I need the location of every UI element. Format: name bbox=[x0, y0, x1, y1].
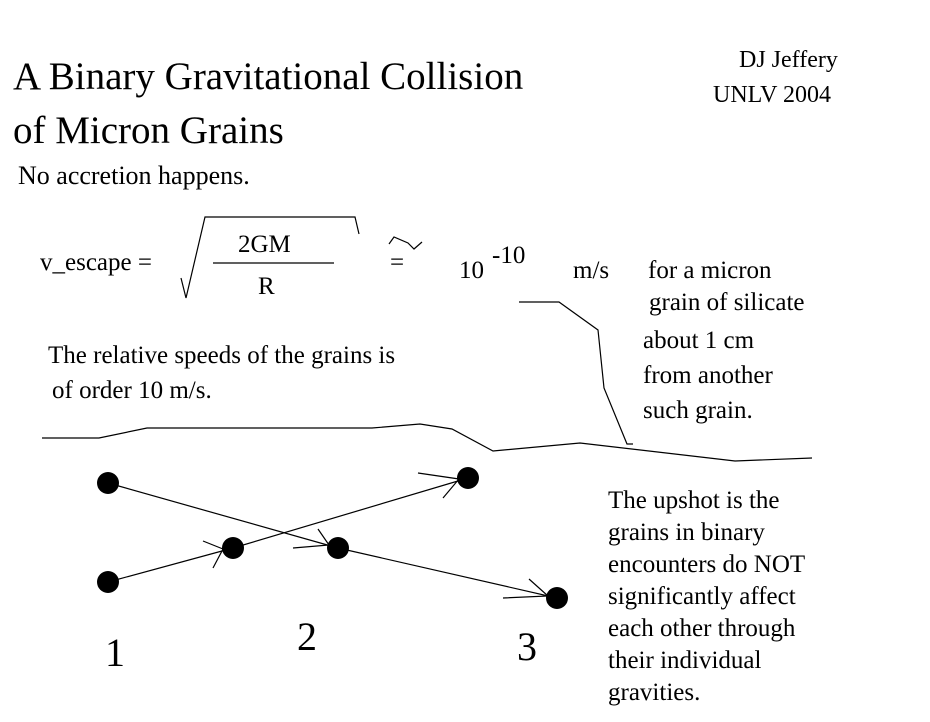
grain-a-end bbox=[546, 587, 568, 609]
grain-b-mid bbox=[222, 537, 244, 559]
note-upshot-line7: gravities. bbox=[608, 679, 701, 706]
slide-title-line2: of Micron Grains bbox=[13, 109, 284, 152]
note-escape-line3: about 1 cm bbox=[643, 327, 755, 354]
trajectory-b-2 bbox=[232, 477, 469, 549]
trajectory-a-2 bbox=[337, 547, 558, 599]
grain-a-start bbox=[97, 472, 119, 494]
stage-label-2: 2 bbox=[297, 614, 317, 659]
trajectory-b-1 bbox=[107, 547, 234, 583]
note-upshot-line2: grains in binary bbox=[608, 519, 765, 546]
equation-unit: m/s bbox=[573, 257, 610, 284]
separator-line bbox=[42, 423, 813, 462]
arrowhead-b-end bbox=[417, 472, 461, 499]
pointer-line bbox=[519, 301, 633, 445]
author-affiliation: UNLV 2004 bbox=[713, 82, 832, 108]
subtitle: No accretion happens. bbox=[18, 161, 250, 190]
slide-title-line1: A Binary Gravitational Collision bbox=[13, 55, 524, 98]
grain-b-start bbox=[97, 571, 119, 593]
equation-value-base: 10 bbox=[459, 257, 484, 284]
equation-numerator: 2GM bbox=[238, 231, 291, 258]
grain-b-end bbox=[457, 467, 479, 489]
note-upshot-line5: each other through bbox=[608, 615, 796, 642]
grain-a-mid bbox=[327, 537, 349, 559]
note-relative-speed-line2: of order 10 m/s. bbox=[52, 377, 212, 404]
stage-label-3: 3 bbox=[517, 624, 537, 669]
sqrt-sign bbox=[180, 216, 360, 299]
note-relative-speed-line1: The relative speeds of the grains is bbox=[48, 342, 396, 369]
arrowhead-b-mid bbox=[202, 540, 224, 569]
approx-tilde bbox=[388, 236, 423, 250]
note-escape-line5: such grain. bbox=[643, 397, 753, 424]
equation-denominator: R bbox=[258, 273, 275, 300]
stage-label-1: 1 bbox=[105, 630, 125, 675]
note-upshot-line6: their individual bbox=[608, 647, 762, 674]
equation-approx-sign: = bbox=[390, 249, 405, 276]
note-upshot-line4: significantly affect bbox=[608, 583, 796, 610]
note-escape-line4: from another bbox=[643, 362, 773, 389]
equation-lhs: v_escape = bbox=[40, 249, 152, 276]
note-upshot-line3: encounters do NOT bbox=[608, 551, 806, 578]
equation-value-exponent: -10 bbox=[492, 242, 526, 269]
note-escape-line1: for a micron bbox=[648, 257, 772, 284]
note-escape-line2: grain of silicate bbox=[649, 289, 805, 316]
arrowhead-a-mid bbox=[292, 528, 331, 549]
author-name: DJ Jeffery bbox=[739, 47, 838, 73]
note-upshot-line1: The upshot is the bbox=[608, 487, 780, 514]
arrowhead-a-end bbox=[502, 578, 550, 599]
trajectory-a-1 bbox=[107, 482, 339, 549]
